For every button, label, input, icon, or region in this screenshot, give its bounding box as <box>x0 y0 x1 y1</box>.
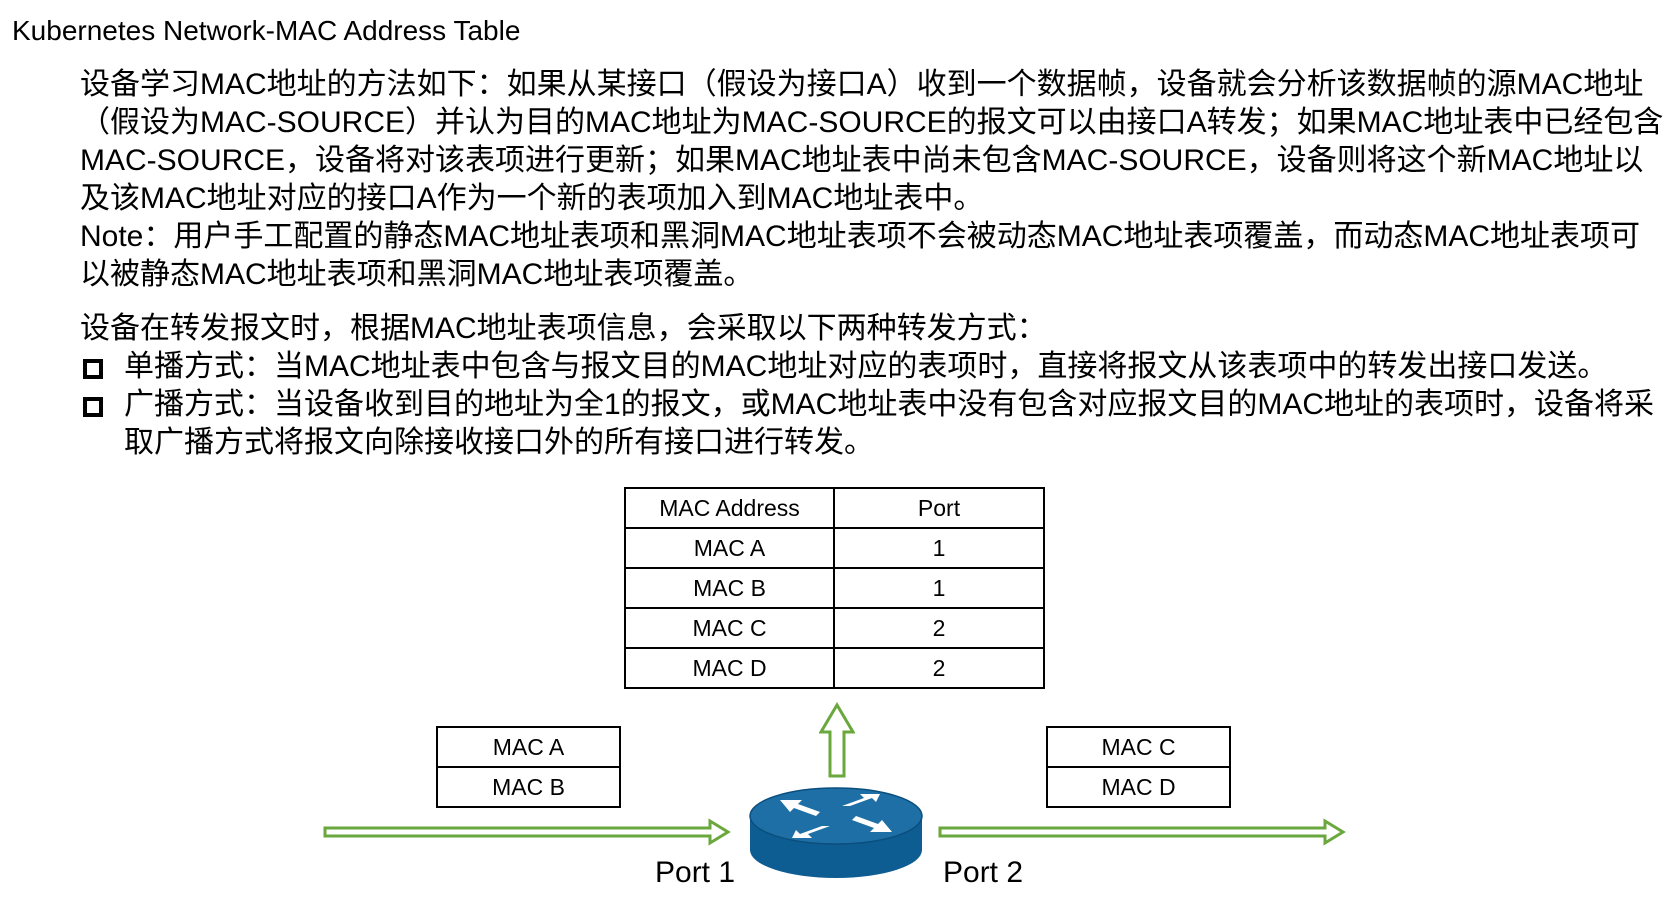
list-item: MAC D <box>1046 766 1231 808</box>
table-row: MAC A 1 <box>624 527 1045 569</box>
note-label: Note： <box>80 220 174 253</box>
port1-label: Port 1 <box>655 856 736 889</box>
port-cell: 2 <box>833 647 1045 689</box>
note-paragraph: Note：用户手工配置的静态MAC地址表项和黑洞MAC地址表项不会被动态MAC地… <box>80 218 1670 294</box>
table-row: MAC D 2 <box>624 647 1045 689</box>
host-mac: MAC B <box>436 766 621 808</box>
mac-cell: MAC B <box>624 567 835 609</box>
learning-paragraph: 设备学习MAC地址的方法如下：如果从某接口（假设为接口A）收到一个数据帧，设备就… <box>80 68 1664 215</box>
list-item: MAC B <box>436 766 621 808</box>
column-header-port: Port <box>833 487 1045 529</box>
table-header-row: MAC Address Port <box>624 487 1045 529</box>
forwarding-intro: 设备在转发报文时，根据MAC地址表项信息，会采取以下两种转发方式： <box>80 312 1047 345</box>
port-cell: 2 <box>833 607 1045 649</box>
content-text: 设备学习MAC地址的方法如下：如果从某接口（假设为接口A）收到一个数据帧，设备就… <box>80 66 1670 462</box>
mac-cell: MAC A <box>624 527 835 569</box>
host-mac: MAC C <box>1046 726 1231 768</box>
list-item: MAC C <box>1046 726 1231 768</box>
column-header-mac: MAC Address <box>624 487 835 529</box>
page-title: Kubernetes Network-MAC Address Table <box>12 15 521 46</box>
mac-address-table: MAC Address Port MAC A 1 MAC B 1 MAC C 2… <box>624 487 1045 689</box>
note-text: 用户手工配置的静态MAC地址表项和黑洞MAC地址表项不会被动态MAC地址表项覆盖… <box>80 220 1641 291</box>
router-icon <box>749 787 923 878</box>
square-bullet-icon <box>83 397 103 417</box>
mac-cell: MAC C <box>624 607 835 649</box>
list-item: MAC A <box>436 726 621 768</box>
host-mac: MAC A <box>436 726 621 768</box>
bullet-unicast: 单播方式：当MAC地址表中包含与报文目的MAC地址对应的表项时，直接将报文从该表… <box>80 348 1670 386</box>
port-cell: 1 <box>833 527 1045 569</box>
table-row: MAC C 2 <box>624 607 1045 649</box>
port-cell: 1 <box>833 567 1045 609</box>
forwarding-modes-list: 单播方式：当MAC地址表中包含与报文目的MAC地址对应的表项时，直接将报文从该表… <box>80 348 1670 462</box>
arrow-up-icon <box>819 702 855 778</box>
mac-cell: MAC D <box>624 647 835 689</box>
arrow-right-icon <box>938 818 1346 846</box>
table-row: MAC B 1 <box>624 567 1045 609</box>
bullet-broadcast: 广播方式：当设备收到目的地址为全1的报文，或MAC地址表中没有包含对应报文目的M… <box>80 386 1670 462</box>
host-mac: MAC D <box>1046 766 1231 808</box>
port1-hosts-table: MAC A MAC B <box>436 726 621 808</box>
arrow-right-icon <box>323 818 731 846</box>
port2-label: Port 2 <box>943 856 1024 889</box>
bullet-text: 广播方式：当设备收到目的地址为全1的报文，或MAC地址表中没有包含对应报文目的M… <box>124 388 1655 459</box>
bullet-text: 单播方式：当MAC地址表中包含与报文目的MAC地址对应的表项时，直接将报文从该表… <box>124 350 1608 383</box>
port2-hosts-table: MAC C MAC D <box>1046 726 1231 808</box>
square-bullet-icon <box>83 359 103 379</box>
